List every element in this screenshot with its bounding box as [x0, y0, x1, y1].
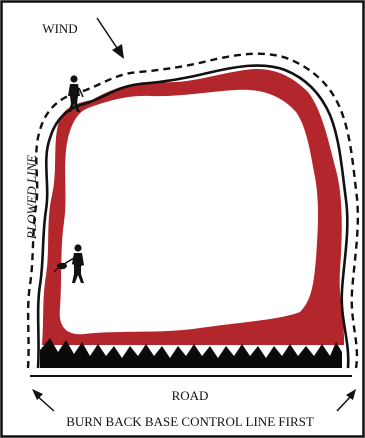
firefighter-with-torch-icon — [53, 244, 84, 283]
plowed-line-label: PLOWED LINE — [24, 155, 39, 240]
burned-base — [40, 338, 342, 368]
firefighter-walking-icon — [68, 75, 84, 112]
arrow-up-right-icon — [336, 389, 356, 412]
control-line-solid — [36, 64, 350, 369]
arrow-down-right-icon — [96, 17, 124, 59]
arrow-up-left-icon — [32, 389, 55, 412]
plowed-line-dashed — [26, 52, 360, 369]
wind-label: WIND — [42, 21, 77, 36]
caption: BURN BACK BASE CONTROL LINE FIRST — [66, 414, 314, 429]
road-label: ROAD — [172, 388, 209, 403]
unburned-area — [59, 89, 318, 335]
